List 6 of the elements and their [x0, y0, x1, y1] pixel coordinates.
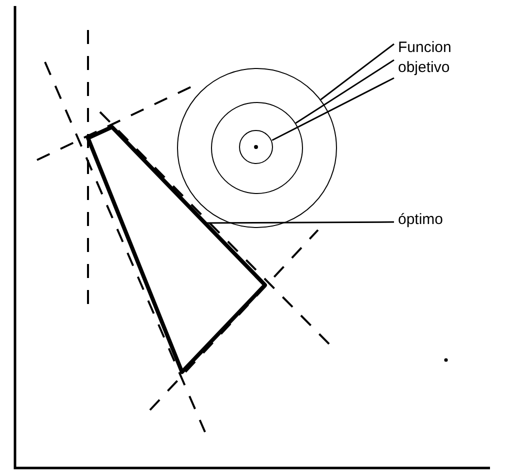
- leader-text: Funcion objetivo: [398, 38, 452, 77]
- leader-line: [205, 221, 394, 224]
- leader-text: óptimo: [398, 210, 444, 230]
- leader-line: [320, 43, 394, 100]
- leader-line: [272, 77, 394, 141]
- leader-line: [295, 59, 394, 124]
